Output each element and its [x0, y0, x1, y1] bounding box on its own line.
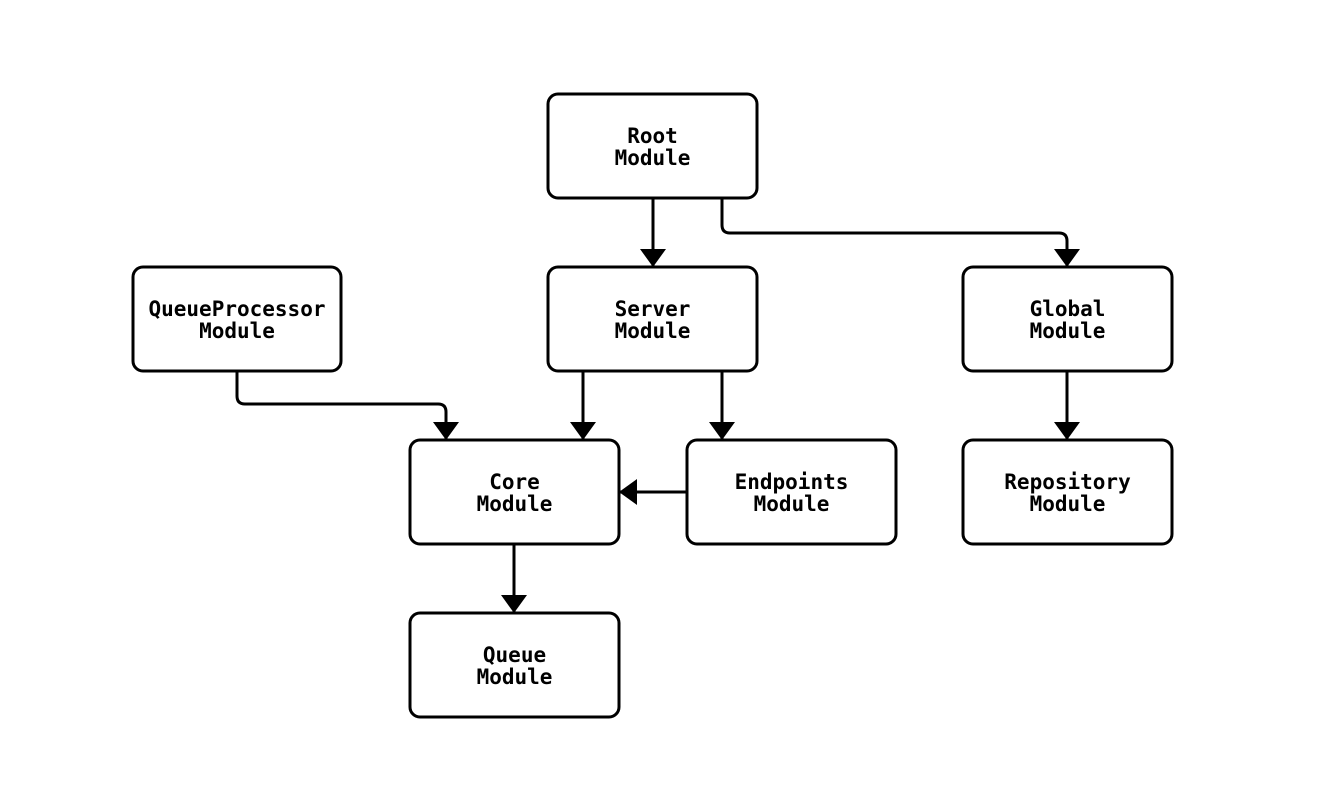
node-label-line: Module	[1030, 492, 1106, 516]
node-label-line: Module	[477, 492, 553, 516]
node-box-server-module	[546, 265, 759, 373]
node-label-line: Endpoints	[735, 470, 849, 494]
node-box-core-module	[408, 438, 621, 546]
node-label-line: Root	[627, 124, 678, 148]
node-box-endpoints-module	[685, 438, 898, 546]
edge-layer	[235, 198, 1080, 613]
node-label-line: Module	[1030, 319, 1106, 343]
node-label-line: Global	[1030, 297, 1106, 321]
node-label-line: Module	[199, 319, 275, 343]
node-label-line: Server	[615, 297, 691, 321]
node-box-root-module	[546, 92, 759, 200]
edge-root-module-to-global-module	[720, 198, 1080, 267]
node-label-line: Core	[489, 470, 540, 494]
node-label-line: Module	[754, 492, 830, 516]
node-label-line: Module	[615, 319, 691, 343]
node-box-queueprocessor-module	[131, 265, 343, 373]
edge-queueprocessor-module-to-core-module	[235, 371, 459, 440]
node-label-line: Repository	[1004, 470, 1131, 494]
node-label-line: Module	[477, 665, 553, 689]
node-box-repository-module	[961, 438, 1174, 546]
node-box-queue-module	[408, 611, 621, 719]
node-label-line: QueueProcessor	[148, 297, 325, 321]
node-box-global-module	[961, 265, 1174, 373]
node-label-line: Queue	[483, 643, 546, 667]
node-label-line: Module	[615, 146, 691, 170]
